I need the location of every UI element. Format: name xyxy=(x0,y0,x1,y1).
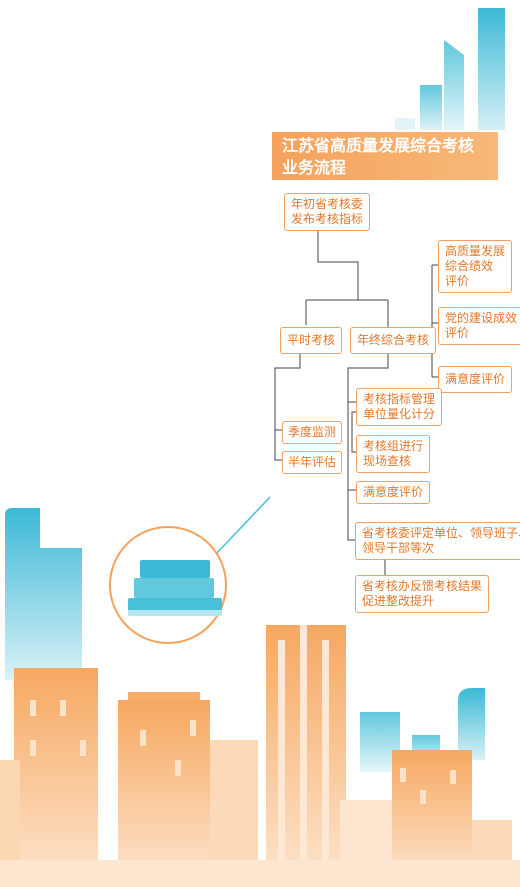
node-half-label: 半年评估 xyxy=(288,455,337,469)
node-eval-party: 党的建设成效 评价 xyxy=(438,307,520,345)
node-eval3-label: 满意度评价 xyxy=(445,372,506,386)
node-quarter: 季度监测 xyxy=(282,421,343,444)
left-orange-buildings xyxy=(0,668,258,878)
title-line-2: 业务流程 xyxy=(282,158,347,177)
node-rating: 省考核委评定单位、领导班子、 领导干部等次 xyxy=(355,522,520,560)
node-eval2-line1: 党的建设成效 xyxy=(445,311,518,325)
node-rating-line2: 领导干部等次 xyxy=(362,541,435,555)
node-quant: 考核指标管理 单位量化计分 xyxy=(356,388,443,426)
node-eval1-line3: 评价 xyxy=(445,274,470,288)
node-satisfaction: 满意度评价 xyxy=(356,481,431,504)
left-blue-building xyxy=(5,508,82,680)
books-icon xyxy=(109,140,273,644)
node-onsite-line1: 考核组进行 xyxy=(363,439,424,453)
node-eval1-line2: 综合绩效 xyxy=(445,259,494,273)
node-rating-line1: 省考核委评定单位、领导班子、 xyxy=(362,526,520,540)
node-half: 半年评估 xyxy=(282,451,343,474)
node-feedback-line2: 促进整改提升 xyxy=(362,594,435,608)
node-eval-satisfaction: 满意度评价 xyxy=(438,366,513,393)
node-eval-performance: 高质量发展 综合绩效 评价 xyxy=(438,240,513,293)
node-start: 年初省考核委 发布考核指标 xyxy=(284,193,371,231)
node-eval2-line2: 评价 xyxy=(445,326,470,340)
title-line-1: 江苏省高质量发展综合考核 xyxy=(282,136,475,155)
node-quarter-label: 季度监测 xyxy=(288,425,337,439)
node-yearend-label: 年终综合考核 xyxy=(357,333,430,347)
node-eval1-line1: 高质量发展 xyxy=(445,244,506,258)
node-feedback-line1: 省考核办反馈考核结果 xyxy=(362,579,483,593)
right-orange-building xyxy=(340,750,512,878)
node-onsite-line2: 现场查核 xyxy=(363,454,412,468)
right-blue-building xyxy=(458,688,485,760)
node-start-line2: 发布考核指标 xyxy=(291,212,364,226)
node-quant-line1: 考核指标管理 xyxy=(363,392,436,406)
node-regular-label: 平时考核 xyxy=(287,333,336,347)
node-feedback: 省考核办反馈考核结果 促进整改提升 xyxy=(355,575,490,613)
top-towers xyxy=(395,8,505,133)
node-onsite: 考核组进行 现场查核 xyxy=(356,435,431,473)
node-regular: 平时考核 xyxy=(280,327,343,354)
node-yearend: 年终综合考核 xyxy=(350,327,437,354)
node-start-line1: 年初省考核委 xyxy=(291,197,364,211)
node-quant-line2: 单位量化计分 xyxy=(363,407,436,421)
diagram-title: 江苏省高质量发展综合考核 业务流程 xyxy=(272,132,498,180)
node-satisfaction-label: 满意度评价 xyxy=(363,485,424,499)
